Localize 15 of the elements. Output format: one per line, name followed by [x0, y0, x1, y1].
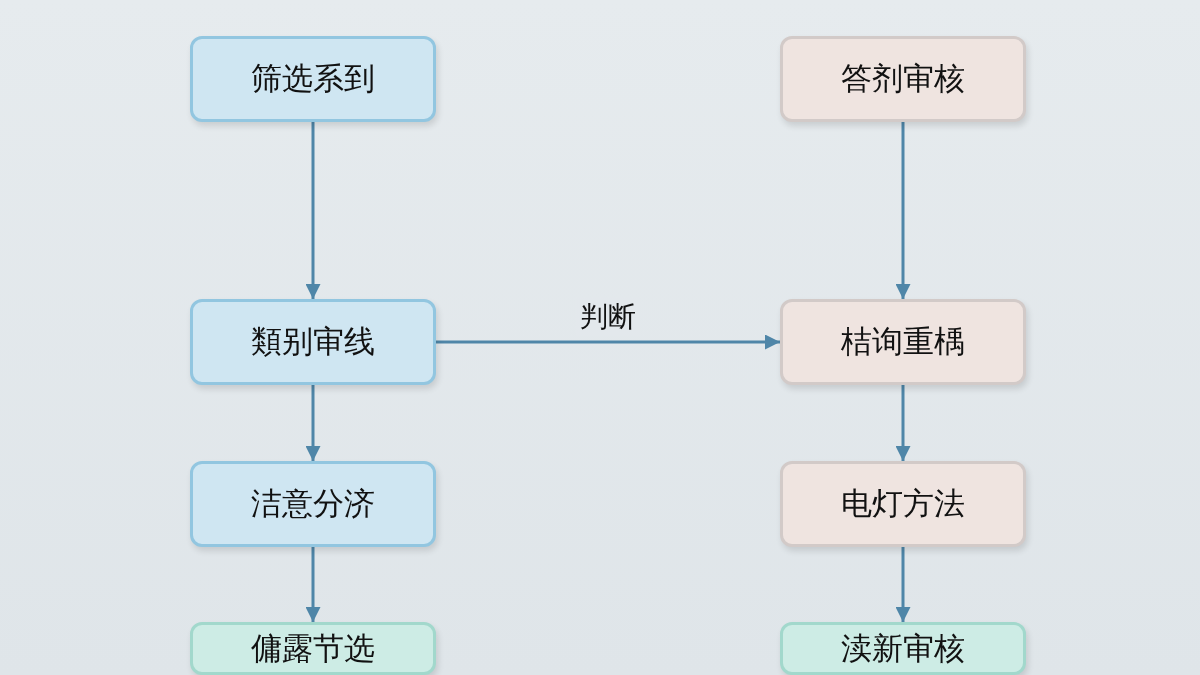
- arrow: [305, 547, 321, 622]
- arrow: [895, 385, 911, 461]
- arrow: [436, 334, 780, 350]
- arrow: [895, 122, 911, 299]
- arrow: [895, 547, 911, 622]
- process-box: 傭露节选: [190, 622, 436, 675]
- process-box: 答剂审核: [780, 36, 1026, 122]
- arrow: [305, 122, 321, 299]
- process-box: 桔询重楀: [780, 299, 1026, 385]
- arrow: [305, 385, 321, 461]
- process-box: 电灯方法: [780, 461, 1026, 547]
- process-box: 筛选系到: [190, 36, 436, 122]
- process-box: 洁意分济: [190, 461, 436, 547]
- process-box: 類别审线: [190, 299, 436, 385]
- process-box: 渎新审核: [780, 622, 1026, 675]
